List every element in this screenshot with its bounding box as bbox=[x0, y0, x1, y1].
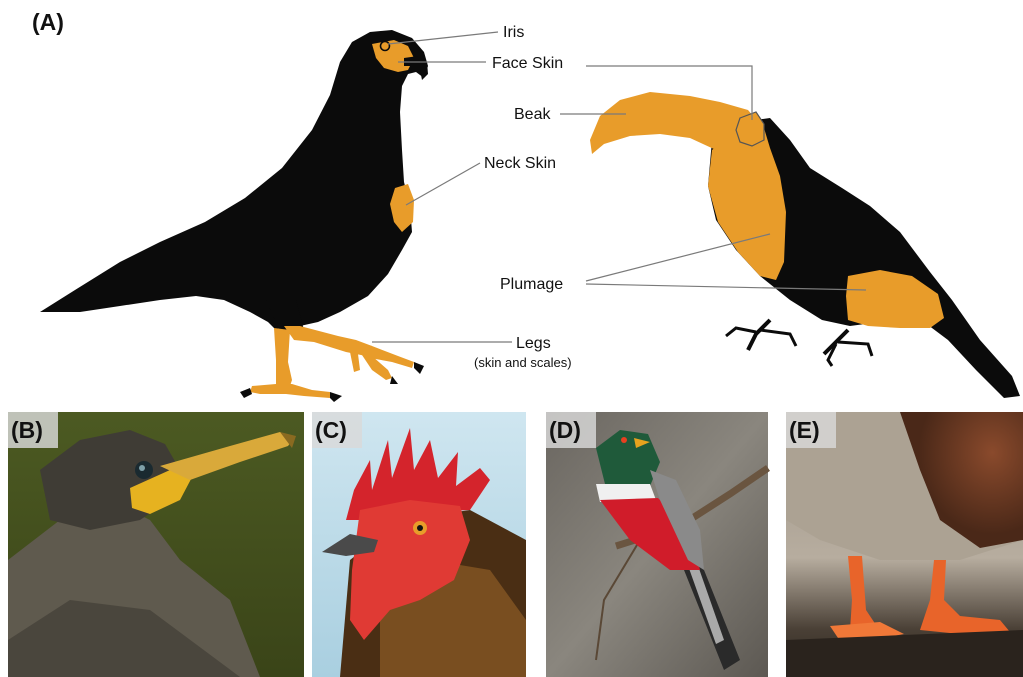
photo-e-duck-legs: (E) bbox=[786, 412, 1023, 677]
photo-d-trogon: (D) bbox=[546, 412, 768, 677]
caracara-silhouette bbox=[40, 30, 428, 402]
label-plumage: Plumage bbox=[500, 276, 563, 293]
toucan-silhouette bbox=[590, 92, 1020, 398]
label-iris: Iris bbox=[503, 24, 524, 41]
photo-b-cormorant: (B) bbox=[8, 412, 304, 677]
iris-eye bbox=[381, 42, 390, 51]
panel-a: (A) bbox=[32, 9, 1020, 402]
label-neck-skin: Neck Skin bbox=[484, 155, 556, 172]
photo-c-rooster: (C) bbox=[312, 412, 526, 677]
photo-b-letter: (B) bbox=[11, 417, 43, 443]
panel-a-letter: (A) bbox=[32, 9, 64, 35]
leader-plumage-chest bbox=[586, 234, 770, 281]
label-legs-note: (skin and scales) bbox=[474, 355, 572, 370]
photo-e-letter: (E) bbox=[789, 417, 820, 443]
label-legs: Legs bbox=[516, 335, 551, 352]
leader-neck-skin bbox=[406, 163, 480, 205]
label-beak: Beak bbox=[514, 106, 551, 123]
photo-d-letter: (D) bbox=[549, 417, 581, 443]
photo-c-letter: (C) bbox=[315, 417, 347, 443]
caracara-legs bbox=[240, 326, 424, 402]
label-face-skin: Face Skin bbox=[492, 55, 563, 72]
